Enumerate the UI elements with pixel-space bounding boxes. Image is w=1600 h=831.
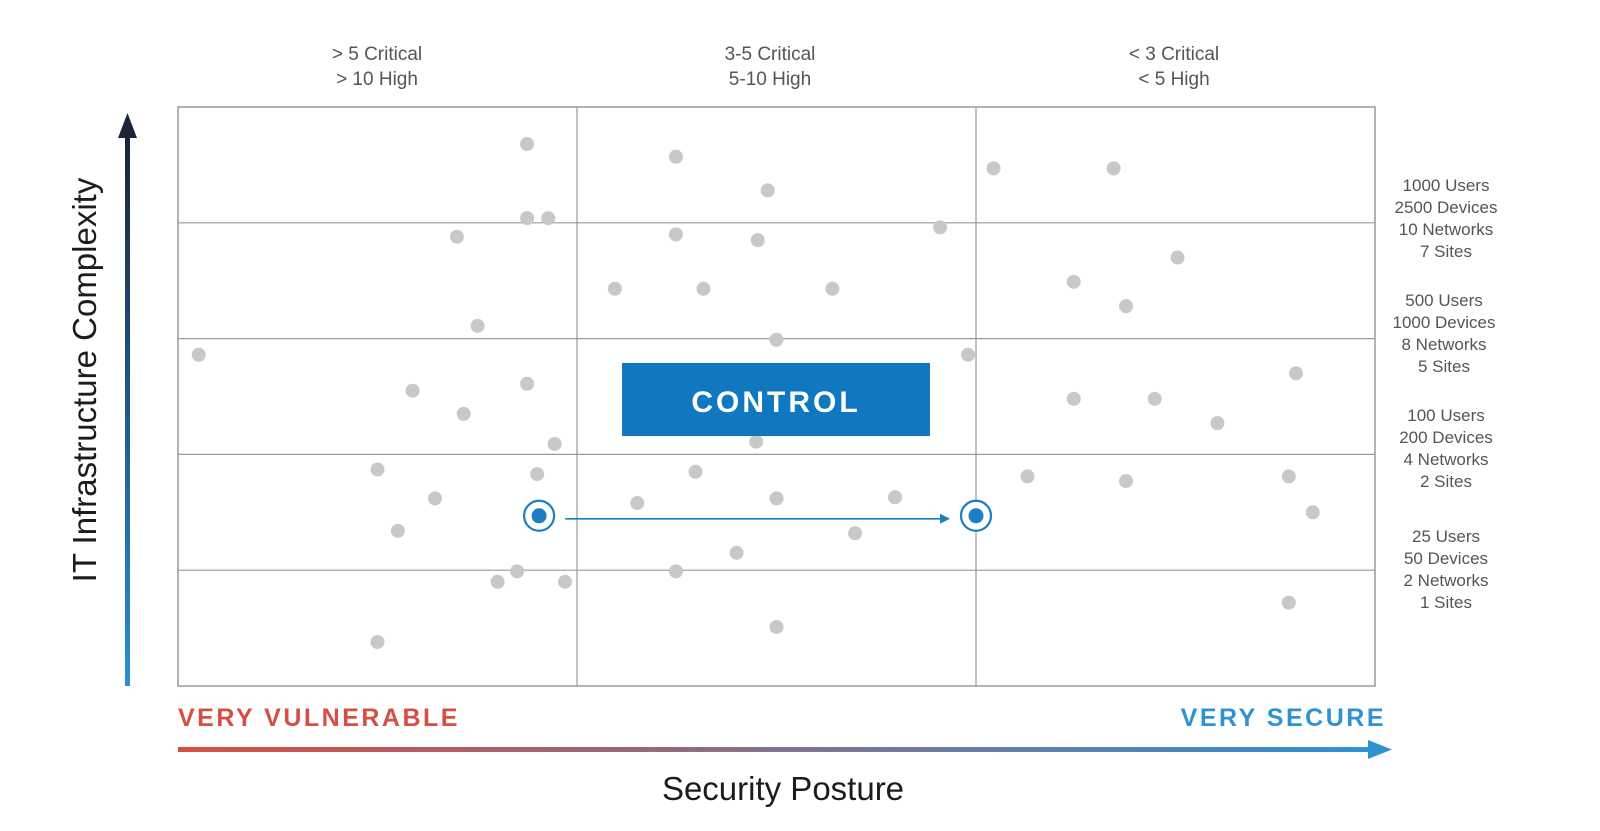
scatter-point xyxy=(390,523,405,538)
x-axis-bar xyxy=(178,747,1373,752)
scatter-point xyxy=(769,332,784,347)
control-box xyxy=(622,363,930,436)
row-2-users: 500 Users xyxy=(1405,291,1482,310)
scatter-point xyxy=(1066,391,1081,406)
row-1-devices: 2500 Devices xyxy=(1394,198,1497,217)
scatter-point xyxy=(1020,469,1035,484)
row-2-networks: 8 Networks xyxy=(1401,335,1486,354)
data-points xyxy=(191,137,1320,649)
column-header-2-line-1: 3-5 Critical xyxy=(725,44,816,65)
scatter-point xyxy=(405,383,420,398)
scatter-point xyxy=(668,227,683,242)
movement-arrow xyxy=(565,513,950,524)
very-secure-label: VERY SECURE xyxy=(1181,704,1386,732)
row-labels: 1000 Users 2500 Devices 10 Networks 7 Si… xyxy=(1392,176,1497,612)
scatter-point xyxy=(769,491,784,506)
scatter-point xyxy=(490,574,505,589)
scatter-point xyxy=(510,564,525,579)
scatter-point xyxy=(1119,299,1134,314)
scatter-point xyxy=(760,183,775,198)
column-header-1-line-2: > 10 High xyxy=(336,69,418,90)
end-point xyxy=(968,508,984,524)
scatter-point xyxy=(541,211,556,226)
y-axis-title: IT Infrastructure Complexity xyxy=(66,177,103,582)
scatter-point xyxy=(696,281,711,296)
highlighted-points xyxy=(522,499,993,532)
row-2-sites: 5 Sites xyxy=(1418,357,1470,376)
scatter-point xyxy=(1119,474,1134,489)
scatter-point xyxy=(888,490,903,505)
scatter-point xyxy=(961,347,976,362)
row-3-devices: 200 Devices xyxy=(1399,428,1493,447)
row-2-devices: 1000 Devices xyxy=(1392,313,1495,332)
scatter-point xyxy=(1147,391,1162,406)
scatter-point xyxy=(1170,250,1185,265)
scatter-point xyxy=(1288,366,1303,381)
scatter-point xyxy=(825,281,840,296)
row-1-users: 1000 Users xyxy=(1403,176,1490,195)
arrow-head xyxy=(940,513,950,524)
row-1-sites: 7 Sites xyxy=(1420,242,1472,261)
scatter-point xyxy=(749,434,764,449)
row-4-users: 25 Users xyxy=(1412,527,1480,546)
scatter-point xyxy=(986,161,1001,176)
scatter-point xyxy=(520,376,535,391)
scatter-point xyxy=(520,211,535,226)
scatter-point xyxy=(848,526,863,541)
row-3-sites: 2 Sites xyxy=(1420,472,1472,491)
y-axis-arrowhead xyxy=(118,113,137,138)
scatter-point xyxy=(370,634,385,649)
row-3-users: 100 Users xyxy=(1407,406,1484,425)
scatter-point xyxy=(449,229,464,244)
scatter-point xyxy=(630,496,645,511)
row-3-networks: 4 Networks xyxy=(1403,450,1488,469)
very-vulnerable-label: VERY VULNERABLE xyxy=(178,704,460,732)
x-axis-title: Security Posture xyxy=(662,770,904,807)
scatter-point xyxy=(1305,505,1320,520)
scatter-point xyxy=(1066,274,1081,289)
scatter-point xyxy=(547,436,562,451)
column-header-3-line-2: < 5 High xyxy=(1138,69,1209,90)
scatter-point xyxy=(769,619,784,634)
scatter-point xyxy=(1281,595,1296,610)
scatter-point xyxy=(729,545,744,560)
column-header-2-line-2: 5-10 High xyxy=(729,69,811,90)
scatter-point xyxy=(668,149,683,164)
control-label: CONTROL xyxy=(691,386,860,419)
start-point xyxy=(531,508,547,524)
scatter-point xyxy=(427,491,442,506)
scatter-point xyxy=(688,464,703,479)
scatter-point xyxy=(1281,469,1296,484)
scatter-point xyxy=(668,564,683,579)
column-header-3-line-1: < 3 Critical xyxy=(1129,44,1219,65)
row-4-sites: 1 Sites xyxy=(1420,593,1472,612)
row-4-networks: 2 Networks xyxy=(1403,571,1488,590)
row-4-devices: 50 Devices xyxy=(1404,549,1488,568)
x-axis-arrowhead xyxy=(1368,740,1392,759)
scatter-point xyxy=(750,233,765,248)
scatter-point xyxy=(370,462,385,477)
column-header-1-line-1: > 5 Critical xyxy=(332,44,422,65)
scatter-point xyxy=(191,347,206,362)
scatter-point xyxy=(470,318,485,333)
scatter-point xyxy=(456,406,471,421)
scatter-point xyxy=(1106,161,1121,176)
scatter-point xyxy=(1210,416,1225,431)
scatter-point xyxy=(530,467,545,482)
scatter-point xyxy=(558,574,573,589)
y-axis-bar xyxy=(125,135,130,686)
scatter-point xyxy=(520,137,535,152)
row-1-networks: 10 Networks xyxy=(1399,220,1493,239)
scatter-point xyxy=(607,281,622,296)
scatter-point xyxy=(933,220,948,235)
